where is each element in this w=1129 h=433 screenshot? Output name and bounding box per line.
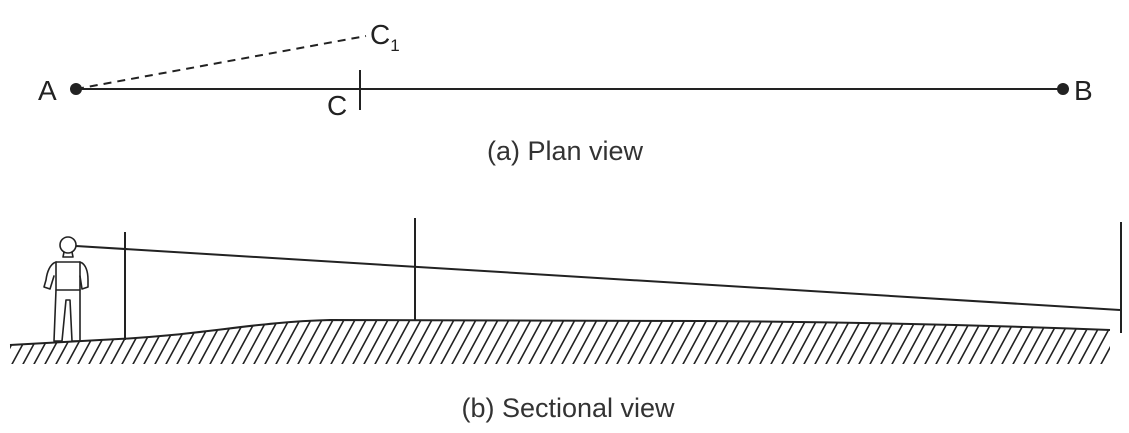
surveyor-figure [43,236,89,342]
caption-plan-view: (a) Plan view [487,136,644,166]
label-b: B [1074,75,1093,106]
plan-view: A B C C1 (a) Plan view [38,19,1093,166]
line-of-sight [75,245,1121,311]
point-a-marker [70,83,82,95]
label-c: C [327,90,347,121]
caption-sectional-view: (b) Sectional view [461,393,675,423]
point-b-marker [1057,83,1069,95]
label-c1-main: C [370,19,390,50]
label-c1: C1 [370,19,400,55]
ground-profile [9,318,1111,346]
sectional-view: (b) Sectional view [9,218,1122,423]
line-a-c1-dashed [75,35,367,90]
label-c1-subscript: 1 [390,36,399,55]
label-a: A [38,75,57,106]
ground-hatching [10,320,1110,364]
